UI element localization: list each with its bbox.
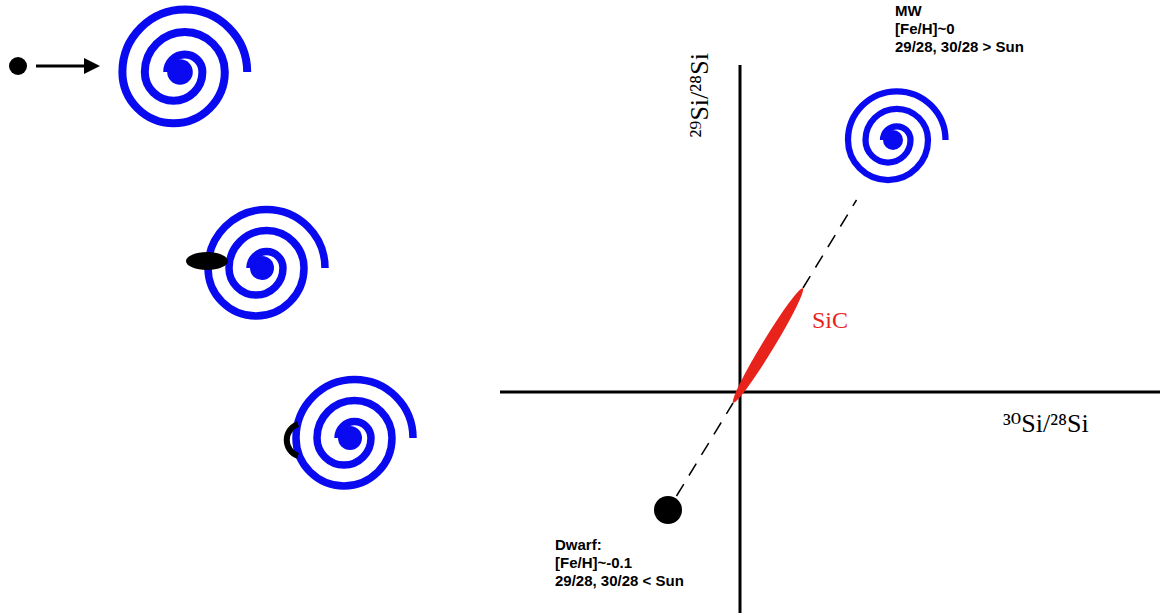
- spiral-galaxy: [296, 380, 413, 487]
- dwarf-dot: [654, 496, 682, 524]
- axis-label: ²⁹Si/²⁸Si: [686, 53, 715, 137]
- y-axis: [739, 65, 742, 613]
- region-label: SiC: [812, 306, 848, 334]
- spiral-galaxy: [122, 10, 247, 124]
- node-text: 29/28, 30/28 > Sun: [895, 38, 1024, 56]
- dwarf-galaxy: [9, 57, 27, 75]
- node-shape: [733, 288, 803, 403]
- text-group: SiC: [812, 306, 848, 334]
- node-text: 29/28, 30/28 < Sun: [555, 572, 684, 590]
- node-shape: [833, 80, 953, 200]
- spiral-galaxy: [848, 91, 946, 180]
- x-axis: [500, 391, 1160, 394]
- dwarf-galaxy: [186, 252, 228, 270]
- node-shape: [654, 496, 682, 524]
- text-group: Dwarf:[Fe/H]~-0.129/28, 30/28 < Sun: [555, 536, 684, 590]
- text-group: MW[Fe/H]~029/28, 30/28 > Sun: [895, 2, 1024, 56]
- dwarf-remnant: [287, 424, 298, 456]
- node-text: [Fe/H]~-0.1: [555, 554, 684, 572]
- dashed-trend-line: [803, 200, 857, 288]
- label-holder: ²⁹Si/²⁸Si: [686, 53, 715, 137]
- sic-ellipse: [728, 285, 808, 406]
- arrowhead: [84, 58, 100, 74]
- dashed-trend-line: [677, 403, 734, 496]
- sic-grain-region: SiC: [733, 288, 803, 403]
- dwarf-galaxy-point: Dwarf:[Fe/H]~-0.129/28, 30/28 < Sun: [654, 496, 682, 524]
- label-holder: ³⁰Si/²⁸Si: [1003, 410, 1089, 439]
- axis-label: ³⁰Si/²⁸Si: [1003, 410, 1089, 439]
- node-text: Dwarf:: [555, 536, 684, 554]
- node-text: MW: [895, 2, 1024, 20]
- motion-arrow: [36, 65, 88, 68]
- node-text: [Fe/H]~0: [895, 20, 1024, 38]
- milky-way-galaxy: MW[Fe/H]~029/28, 30/28 > Sun: [833, 80, 953, 200]
